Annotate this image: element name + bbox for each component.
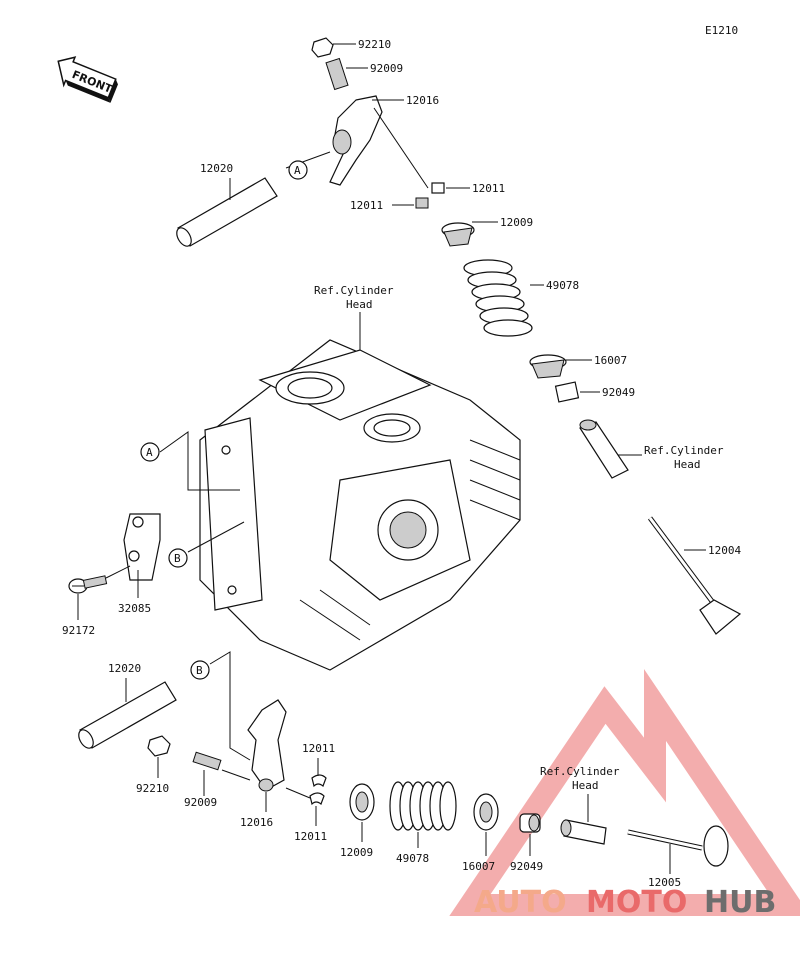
part-92049-top — [554, 381, 600, 403]
callout-b-bot-text: B — [196, 664, 203, 677]
part-12020-bot — [78, 678, 177, 749]
watermark-moto: MOTO — [586, 885, 687, 920]
label-12020-top: 12020 — [200, 162, 233, 175]
part-valve-guide-bot — [560, 794, 607, 845]
diagram-code: E1210 — [705, 24, 738, 37]
label-92210-top: 92210 — [358, 38, 391, 51]
watermark-text: AUTO MOTO HUB — [474, 885, 776, 920]
ref-cylinder-head-top-1: Ref.Cylinder — [314, 284, 394, 297]
part-12005 — [627, 825, 729, 874]
part-12011-top — [392, 182, 470, 209]
label-12011-bot-b: 12011 — [294, 830, 327, 843]
label-12016-top: 12016 — [406, 94, 439, 107]
label-49078-bot: 49078 — [396, 852, 429, 865]
part-16007-top — [529, 354, 592, 379]
label-12011-top-r: 12011 — [472, 182, 505, 195]
ref-cylinder-head-right-2: Head — [674, 458, 701, 471]
label-16007-bot: 16007 — [462, 860, 495, 873]
callout-a-left-text: A — [146, 446, 153, 459]
callout-a-top — [288, 160, 308, 180]
part-49078-bot — [389, 781, 457, 848]
callout-a-top-text: A — [294, 164, 301, 177]
label-92049-top: 92049 — [602, 386, 635, 399]
part-valve-guide-top — [579, 419, 642, 479]
part-92210-top — [311, 37, 356, 58]
label-92172: 92172 — [62, 624, 95, 637]
front-arrow-icon: FRONT — [57, 56, 118, 103]
label-49078-top: 49078 — [546, 279, 579, 292]
ref-cylinder-head-top-2: Head — [346, 298, 373, 311]
part-32085 — [123, 513, 161, 598]
label-12009-bot: 12009 — [340, 846, 373, 859]
ref-cylinder-head-bot-2: Head — [572, 779, 599, 792]
label-92009-top: 92009 — [370, 62, 403, 75]
label-12009-top: 12009 — [500, 216, 533, 229]
ref-cylinder-head-right-1: Ref.Cylinder — [644, 444, 724, 457]
watermark-hub: HUB — [704, 885, 776, 920]
part-49078-top — [463, 259, 544, 337]
part-12020-top — [176, 151, 331, 247]
part-92049-bot — [519, 813, 541, 856]
part-12016-bot — [247, 699, 287, 812]
label-92210-bot: 92210 — [136, 782, 169, 795]
label-92049-bot: 92049 — [510, 860, 543, 873]
watermark-logo-shape — [449, 669, 800, 916]
part-12016-top — [329, 95, 429, 189]
label-32085: 32085 — [118, 602, 151, 615]
cylinder-head-body — [199, 339, 521, 671]
callout-a-left — [140, 442, 160, 462]
label-12016-bot: 12016 — [240, 816, 273, 829]
part-92009-top — [325, 57, 368, 91]
part-12004 — [647, 516, 742, 635]
label-12005: 12005 — [648, 876, 681, 889]
callout-b-bot — [190, 660, 210, 680]
callout-b-left — [168, 548, 188, 568]
part-92210-bot — [147, 735, 171, 778]
label-12011-bot-a: 12011 — [302, 742, 335, 755]
label-16007-top: 16007 — [594, 354, 627, 367]
part-92172 — [68, 565, 131, 620]
watermark-auto: AUTO — [474, 885, 567, 920]
label-92009-bot: 92009 — [184, 796, 217, 809]
label-12020-bot: 12020 — [108, 662, 141, 675]
ref-cylinder-head-bot-1: Ref.Cylinder — [540, 765, 620, 778]
part-12009-top — [441, 221, 498, 247]
part-12009-bot — [349, 783, 375, 842]
part-16007-bot — [473, 793, 499, 856]
part-12011-bot — [285, 758, 327, 826]
part-92009-bot — [192, 751, 251, 796]
label-12011-top-l: 12011 — [350, 199, 383, 212]
callout-b-left-text: B — [174, 552, 181, 565]
label-12004: 12004 — [708, 544, 741, 557]
